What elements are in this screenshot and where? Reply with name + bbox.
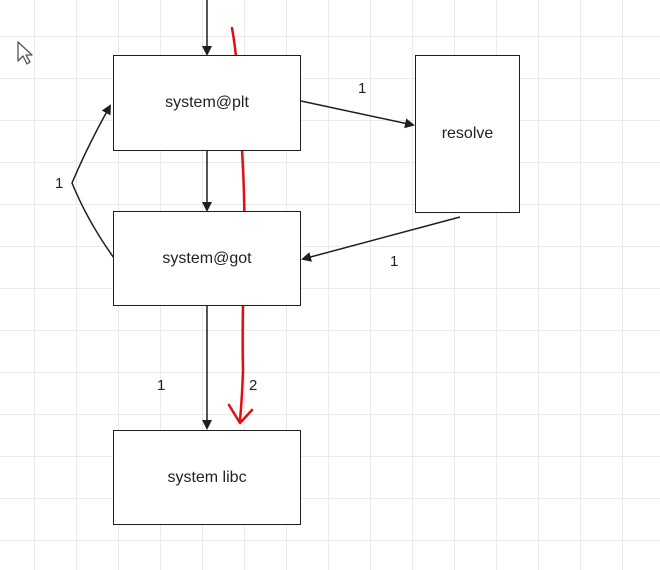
node-system-plt-label: system@plt (165, 94, 249, 111)
edge-plt-to-resolve (300, 100, 415, 129)
mouse-pointer-icon (17, 41, 33, 65)
edge-label-got-to-libc: 1 (157, 377, 166, 394)
node-system-libc[interactable]: system libc (113, 430, 301, 525)
annotation-label: 2 (249, 377, 258, 394)
node-resolve[interactable]: resolve (415, 55, 520, 213)
annotation-red-arrowhead (227, 403, 254, 425)
edge-resolve-to-got (301, 216, 461, 262)
node-system-libc-label: system libc (167, 468, 247, 486)
edge-label-plt-to-resolve: 1 (358, 80, 367, 97)
node-resolve-label: resolve (441, 125, 494, 142)
edge-got-to-plt (71, 104, 115, 259)
node-system-plt[interactable]: system@plt (113, 55, 301, 151)
edge-label-got-to-plt: 1 (55, 175, 64, 192)
edge-label-resolve-to-got: 1 (390, 253, 399, 270)
node-system-got-label: system@got (162, 249, 252, 267)
node-system-got[interactable]: system@got (113, 211, 301, 306)
